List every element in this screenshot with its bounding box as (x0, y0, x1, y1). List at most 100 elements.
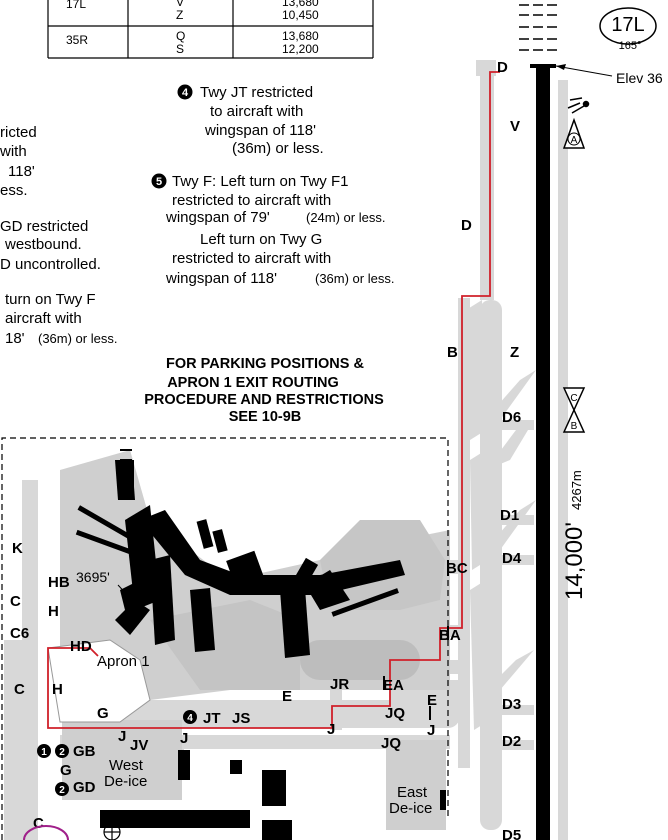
taxiway-label: G (60, 762, 72, 779)
taxiway-label: D (461, 217, 472, 234)
taxiway-label: D6 (502, 409, 521, 426)
taxiway-label: BA (439, 627, 461, 644)
taxiway-label: JT (203, 710, 221, 727)
taxiway-label: H (52, 681, 63, 698)
apron-1-area (47, 639, 151, 723)
taxiway-label: BC (446, 560, 468, 577)
terminal-buildings (70, 460, 446, 840)
hotspot-a-label: A (571, 135, 578, 146)
east-deice-label: East (397, 784, 428, 801)
note-4-line: Twy JT restricted (200, 84, 313, 101)
left-note-line: D uncontrolled. (0, 256, 101, 273)
apron-1-label: Apron 1 (97, 653, 150, 670)
taxi-route (47, 71, 500, 729)
taxiway-label: E (427, 692, 437, 709)
left-note-line: 18' (5, 330, 25, 347)
table-dist-v: 13,680 (282, 0, 319, 9)
taxiway-label: D (497, 59, 508, 76)
taxiway-label: C6 (10, 625, 29, 642)
taxiway-label: HD (70, 638, 92, 655)
left-note-line: (36m) or less. (38, 331, 117, 346)
taxiway-label: G (97, 705, 109, 722)
note-5-line: wingspan of 79' (165, 209, 270, 226)
note-5-line: (24m) or less. (306, 210, 385, 225)
taxiway-label: J (180, 730, 188, 747)
taxiway-label: D3 (502, 696, 521, 713)
note-5-line: Left turn on Twy G (200, 231, 322, 248)
taxiway-label: Z (510, 344, 519, 361)
taxiway-label: JQ (385, 705, 405, 722)
area-labels: Apron 1 3695' West De-ice East De-ice (76, 569, 432, 817)
runway-length: 14,000' 4267m (561, 470, 588, 600)
note-4-line: wingspan of 118' (204, 122, 316, 139)
west-deice-label: De-ice (104, 773, 147, 790)
left-note-line: with (0, 143, 27, 160)
note-5-line: restricted to aircraft with (172, 250, 331, 267)
runway-elevation: Elev 36 (616, 70, 663, 86)
note-5-line: Twy F: Left turn on Twy F1 (172, 173, 348, 190)
left-note-line: ricted (0, 124, 37, 141)
table-rwy-17l: 17L (66, 0, 86, 11)
left-note-line: 118' (8, 163, 35, 180)
taxiway-label: H (48, 603, 59, 620)
marker-2: 2 (59, 785, 65, 796)
note-5-number: 5 (156, 176, 162, 188)
marker-2: 2 (59, 747, 65, 758)
navaid-icon (103, 823, 121, 840)
runway-distance-table: 17L V Z 13,680 10,450 35R Q S 13,680 12,… (47, 0, 374, 59)
taxiway-label: GD (73, 779, 96, 796)
table-dist-z: 10,450 (282, 8, 319, 22)
elevation-callout: Elev 36 (555, 64, 663, 86)
taxiway-network (4, 60, 568, 840)
table-rwy-35r: 35R (66, 33, 88, 47)
table-code-z: Z (176, 8, 183, 22)
taxiway-label: EA (383, 677, 404, 694)
west-deice-label: West (109, 757, 144, 774)
east-deice-label: De-ice (389, 800, 432, 817)
taxiway-label: JV (130, 737, 148, 754)
note-4: 4 Twy JT restricted to aircraft with win… (177, 84, 324, 157)
hotspot-b-label: B (571, 421, 578, 432)
parking-note-line: SEE 10-9B (229, 409, 302, 425)
hold-short-marks (120, 449, 449, 720)
taxiway-label: J (327, 721, 335, 738)
taxiway-label: C (10, 593, 21, 610)
table-dist-q: 13,680 (282, 29, 319, 43)
left-note-line: GD restricted (0, 218, 88, 235)
taxiway-label: D4 (502, 550, 522, 567)
left-note-line: turn on Twy F (5, 291, 96, 308)
note-5-line: (36m) or less. (315, 271, 394, 286)
deice-boundary (1, 437, 449, 840)
table-code-v: V (176, 0, 184, 9)
marker-1: 1 (41, 747, 47, 758)
elevation-3695-label: 3695' (76, 569, 110, 585)
left-notes: ricted with 118' ess. GD restricted west… (0, 124, 117, 347)
taxiway-label: D5 (502, 827, 521, 840)
taxiway-label: B (447, 344, 458, 361)
taxiway-label: D2 (502, 733, 521, 750)
taxiway-label: C (14, 681, 25, 698)
runway-length-m: 4267m (569, 470, 584, 510)
runway-designator: 17L 165° (599, 7, 657, 52)
note-4-line: to aircraft with (210, 103, 303, 120)
parking-note-line: APRON 1 EXIT ROUTING (167, 375, 339, 391)
taxiway-label: V (510, 118, 520, 135)
taxiway-label: J (427, 722, 435, 739)
taxiway-label: JR (330, 676, 349, 693)
hotspot-bc-icon: C B (562, 387, 586, 433)
hotspot-a-icon: A (562, 117, 586, 149)
table-code-s: S (176, 42, 184, 56)
table-dist-s: 12,200 (282, 42, 319, 56)
taxiway-label: K (12, 540, 23, 557)
taxiway-labels: D V D B Z D6 D1 D4 BC BA D3 D2 D5 K HB C… (10, 59, 522, 840)
marker-4: 4 (187, 713, 193, 724)
taxiway-label: D1 (500, 507, 519, 524)
runway-17l-35r (519, 4, 557, 840)
taxiway-label: JS (232, 710, 250, 727)
note-5-line: wingspan of 118' (165, 270, 277, 287)
note-4-number: 4 (182, 87, 189, 99)
hotspot-c-label: C (570, 393, 577, 404)
papi-light-icon (567, 97, 590, 114)
taxiway-label: J (118, 728, 126, 745)
